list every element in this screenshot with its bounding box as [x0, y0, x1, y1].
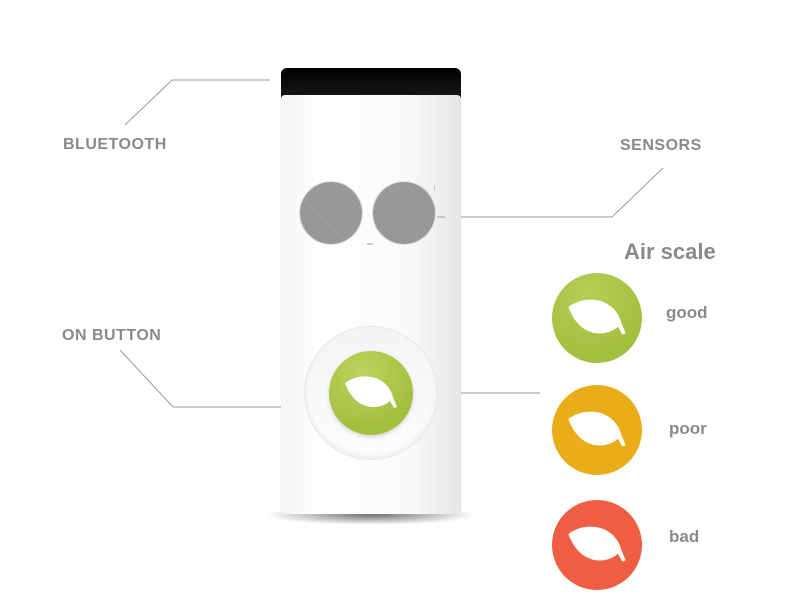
device-top-band	[281, 68, 461, 100]
leaf-icon	[568, 411, 626, 447]
on-button-callout-line	[119, 349, 312, 408]
scale-poor-label: poor	[669, 419, 707, 438]
scale-good-label: good	[666, 303, 708, 322]
sensors-label: SENSORS	[620, 137, 702, 154]
indicator-tick	[434, 185, 435, 191]
leaf-icon	[568, 526, 626, 562]
sensor-left	[300, 182, 362, 244]
scale-poor-circle	[552, 385, 642, 475]
bluetooth-label: BLUETOOTH	[63, 136, 167, 153]
on-button[interactable]	[329, 351, 413, 435]
scale-bad-label: bad	[669, 527, 700, 546]
sensors-callout-line	[437, 167, 664, 218]
scale-bad-circle	[552, 500, 642, 590]
air-scale-title: Air scale	[624, 239, 716, 264]
leaf-icon	[568, 299, 626, 335]
bluetooth-callout-line	[124, 79, 270, 126]
on-button-label: ON BUTTON	[62, 327, 162, 344]
sensor-right	[373, 182, 435, 244]
leaf-icon	[345, 376, 397, 408]
scale-good-circle	[552, 273, 642, 363]
indicator-dot	[367, 243, 373, 245]
